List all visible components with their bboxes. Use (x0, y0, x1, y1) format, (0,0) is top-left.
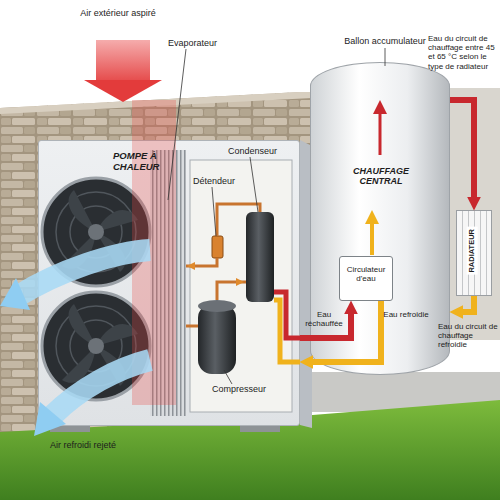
node-label: Circulateur d'eau (341, 265, 391, 283)
callout-label: Air extérieur aspiré (76, 8, 160, 18)
water-pipe (450, 100, 474, 198)
heat-pump-unit: POMPE À CHALEUR (38, 140, 300, 426)
cold-air-arrow-head (0, 278, 30, 310)
air-intake-arrow-body (96, 40, 150, 80)
callout-label: Eau réchauffée (300, 310, 348, 328)
radiator: RADIATEUR (456, 210, 492, 296)
callout-label: Détendeur (193, 176, 253, 186)
callout-label: Condenseur (228, 146, 298, 156)
callout-label: Ballon accumulateur (330, 36, 440, 46)
foundation (300, 372, 500, 412)
stone-wall (0, 92, 312, 440)
node-label: RADIATEUR (467, 227, 478, 275)
callout-label: Eau refroidie (382, 310, 430, 319)
water-pipe (462, 296, 474, 312)
callout-label: Compresseur (212, 384, 292, 394)
callout-label: Eau du circuit de chauffage refroidie (438, 322, 500, 350)
circulator-box: Circulateur d'eau (339, 256, 393, 301)
node-label: CHAUFFAGE CENTRAL (346, 166, 416, 187)
callout-label: Air refroidi rejeté (50, 440, 130, 450)
callout-label: Eau du circuit de chauffage entre 45 et … (428, 34, 500, 71)
air-intake-arrow-head (84, 80, 162, 102)
wall-top (0, 92, 312, 114)
callout-label: Evaporateur (168, 38, 238, 48)
node-label: POMPE À CHALEUR (113, 151, 169, 173)
